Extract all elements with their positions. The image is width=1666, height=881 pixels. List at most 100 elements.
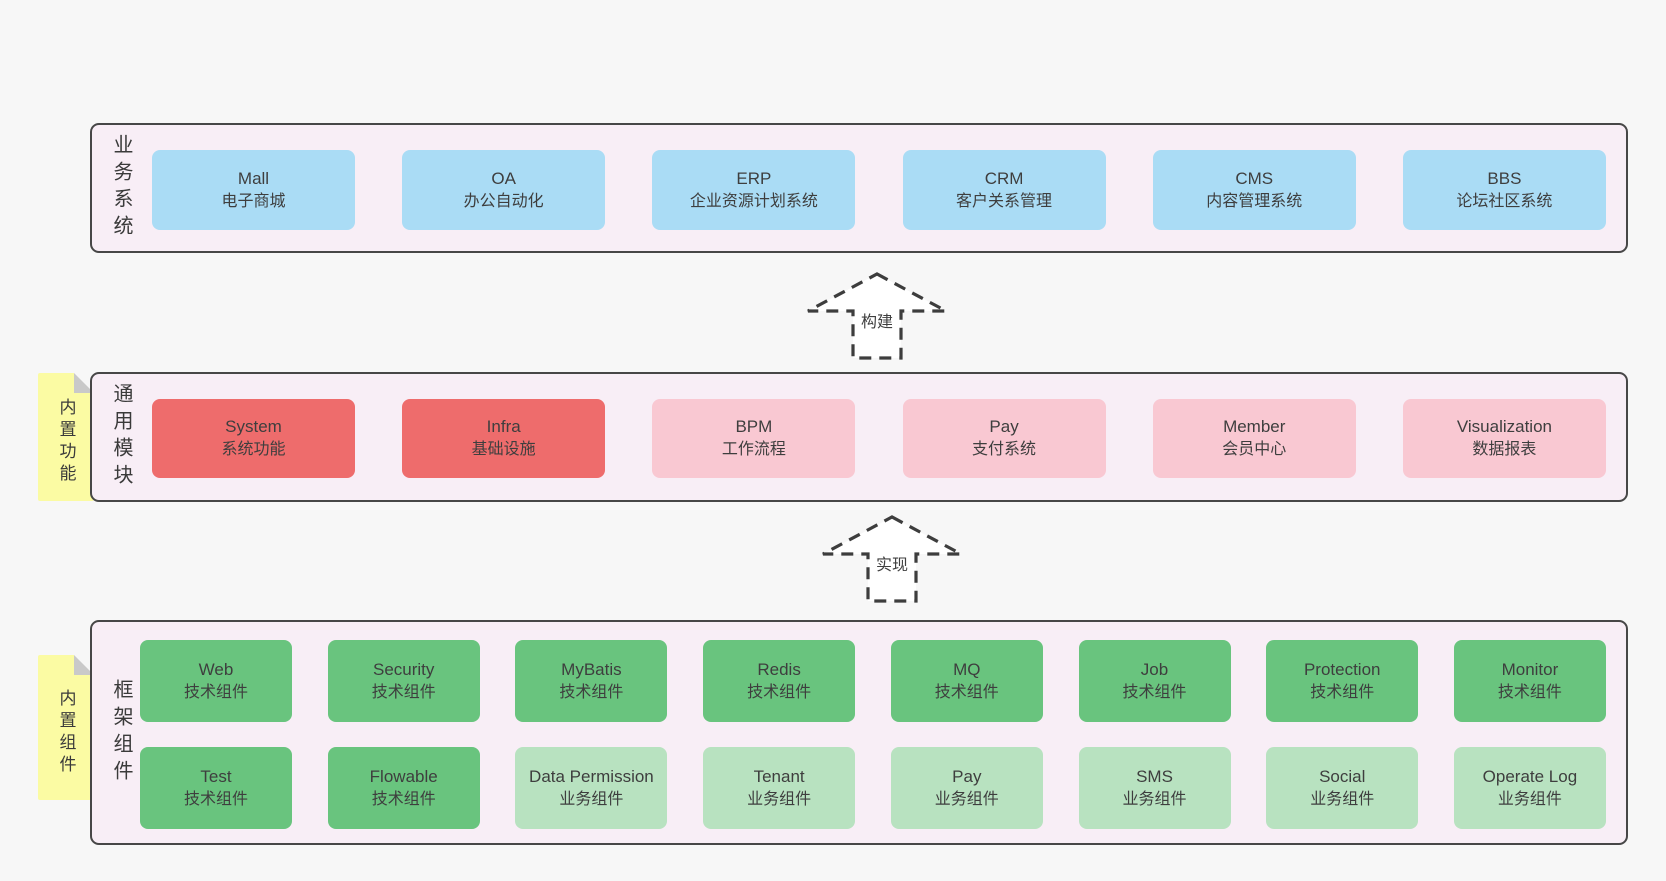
box-title: Member xyxy=(1223,417,1286,437)
box-subtitle: 技术组件 xyxy=(934,683,999,701)
box-subtitle: 支付系统 xyxy=(972,441,1037,459)
panel-label-strip: 框架组件 xyxy=(92,622,150,843)
box-subtitle: 系统功能 xyxy=(221,441,286,459)
box-title: BPM xyxy=(735,417,773,437)
panel-label-strip: 业务系统 xyxy=(92,125,150,251)
box-operate-log: Operate Log 业务组件 xyxy=(1453,747,1606,829)
box-subtitle: 技术组件 xyxy=(559,683,624,701)
sticky-note-built-in-components: 内置组件 xyxy=(38,655,94,800)
panel-label: 通用模块 xyxy=(110,383,132,491)
arrow-label: 实现 xyxy=(872,551,912,575)
dashed-up-arrow-build: 构建 xyxy=(806,272,948,360)
box-subtitle: 业务组件 xyxy=(1310,790,1375,808)
box-subtitle: 技术组件 xyxy=(371,790,436,808)
box-security: Security 技术组件 xyxy=(327,640,480,722)
box-cms: CMS 内容管理系统 xyxy=(1152,150,1356,230)
box-subtitle: 业务组件 xyxy=(934,790,999,808)
box-protection: Protection 技术组件 xyxy=(1266,640,1419,722)
box-web: Web 技术组件 xyxy=(140,640,292,722)
sticky-note-text: 内置组件 xyxy=(56,688,76,777)
box-job: Job 技术组件 xyxy=(1078,640,1231,722)
box-member: Member 会员中心 xyxy=(1152,399,1356,478)
box-mq: MQ 技术组件 xyxy=(890,640,1043,722)
box-crm: CRM 客户关系管理 xyxy=(902,150,1106,230)
modules-boxes-row: System 系统功能 Infra 基础设施 BPM 工作流程 Pay 支付系统… xyxy=(152,399,1606,478)
box-title: MQ xyxy=(953,659,981,679)
box-subtitle: 会员中心 xyxy=(1222,441,1287,459)
box-title: Test xyxy=(200,766,232,786)
panel-business-systems: 业务系统 Mall 电子商城 OA 办公自动化 ERP 企业资源计划系统 CRM… xyxy=(90,123,1628,253)
arrow-label: 构建 xyxy=(857,308,897,332)
box-sms: SMS 业务组件 xyxy=(1078,747,1231,829)
box-subtitle: 技术组件 xyxy=(747,683,812,701)
box-title: Social xyxy=(1319,766,1366,786)
sticky-note-text: 内置功能 xyxy=(56,398,76,486)
box-bpm: BPM 工作流程 xyxy=(652,399,856,478)
box-infra: Infra 基础设施 xyxy=(402,399,606,478)
box-title: ERP xyxy=(736,168,772,188)
box-mybatis: MyBatis 技术组件 xyxy=(515,640,668,722)
box-title: Redis xyxy=(757,659,801,679)
box-subtitle: 基础设施 xyxy=(471,441,536,459)
box-subtitle: 内容管理系统 xyxy=(1206,192,1303,210)
panel-label: 框架组件 xyxy=(110,678,132,787)
box-subtitle: 技术组件 xyxy=(183,790,248,808)
box-title: CMS xyxy=(1235,168,1274,188)
box-title: Security xyxy=(372,659,435,679)
box-pay-component: Pay 业务组件 xyxy=(890,747,1043,829)
box-erp: ERP 企业资源计划系统 xyxy=(652,150,856,230)
box-title: SMS xyxy=(1136,766,1173,786)
sticky-note-built-in-features: 内置功能 xyxy=(38,373,94,501)
box-title: Web xyxy=(198,659,234,679)
box-subtitle: 论坛社区系统 xyxy=(1456,192,1553,210)
box-title: Infra xyxy=(486,417,521,437)
box-subtitle: 数据报表 xyxy=(1472,441,1537,459)
panel-common-modules: 通用模块 System 系统功能 Infra 基础设施 BPM 工作流程 Pay… xyxy=(90,372,1628,502)
panel-label: 业务系统 xyxy=(110,134,132,242)
box-subtitle: 业务组件 xyxy=(1497,790,1562,808)
box-pay-system: Pay 支付系统 xyxy=(902,399,1106,478)
box-bbs: BBS 论坛社区系统 xyxy=(1402,150,1606,230)
box-oa: OA 办公自动化 xyxy=(402,150,606,230)
box-title: BBS xyxy=(1487,168,1522,188)
framework-row-2: Test 技术组件 Flowable 技术组件 Data Permission … xyxy=(140,747,1606,829)
box-tenant: Tenant 业务组件 xyxy=(703,747,856,829)
box-title: System xyxy=(225,417,282,437)
box-subtitle: 工作流程 xyxy=(721,441,786,459)
framework-row-1: Web 技术组件 Security 技术组件 MyBatis 技术组件 Redi… xyxy=(140,640,1606,722)
box-system: System 系统功能 xyxy=(152,399,355,478)
business-boxes-row: Mall 电子商城 OA 办公自动化 ERP 企业资源计划系统 CRM 客户关系… xyxy=(152,150,1606,230)
box-title: Pay xyxy=(989,417,1019,437)
box-subtitle: 业务组件 xyxy=(559,790,624,808)
box-title: Operate Log xyxy=(1482,766,1578,786)
box-title: Monitor xyxy=(1501,659,1559,679)
box-title: Tenant xyxy=(753,766,805,786)
box-subtitle: 技术组件 xyxy=(1497,683,1562,701)
box-visualization: Visualization 数据报表 xyxy=(1402,399,1606,478)
box-social: Social 业务组件 xyxy=(1266,747,1419,829)
box-monitor: Monitor 技术组件 xyxy=(1453,640,1606,722)
box-mall: Mall 电子商城 xyxy=(152,150,355,230)
box-title: Job xyxy=(1140,659,1169,679)
box-subtitle: 企业资源计划系统 xyxy=(689,192,818,210)
box-test: Test 技术组件 xyxy=(140,747,292,829)
dashed-up-arrow-implement: 实现 xyxy=(821,515,963,603)
panel-label-strip: 通用模块 xyxy=(92,374,150,500)
box-title: CRM xyxy=(984,168,1024,188)
box-title: Visualization xyxy=(1456,417,1552,437)
box-subtitle: 客户关系管理 xyxy=(956,192,1053,210)
box-subtitle: 业务组件 xyxy=(1122,790,1187,808)
box-subtitle: 技术组件 xyxy=(371,683,436,701)
box-title: Mall xyxy=(237,168,270,188)
panel-framework-components: 框架组件 Web 技术组件 Security 技术组件 MyBatis 技术组件… xyxy=(90,620,1628,845)
box-subtitle: 技术组件 xyxy=(183,683,248,701)
box-data-permission: Data Permission 业务组件 xyxy=(515,747,668,829)
box-subtitle: 办公自动化 xyxy=(463,192,544,210)
box-subtitle: 业务组件 xyxy=(747,790,812,808)
box-title: Data Permission xyxy=(529,766,654,786)
box-subtitle: 技术组件 xyxy=(1122,683,1187,701)
box-title: Flowable xyxy=(369,766,438,786)
box-title: MyBatis xyxy=(561,659,622,679)
box-title: OA xyxy=(491,168,516,188)
